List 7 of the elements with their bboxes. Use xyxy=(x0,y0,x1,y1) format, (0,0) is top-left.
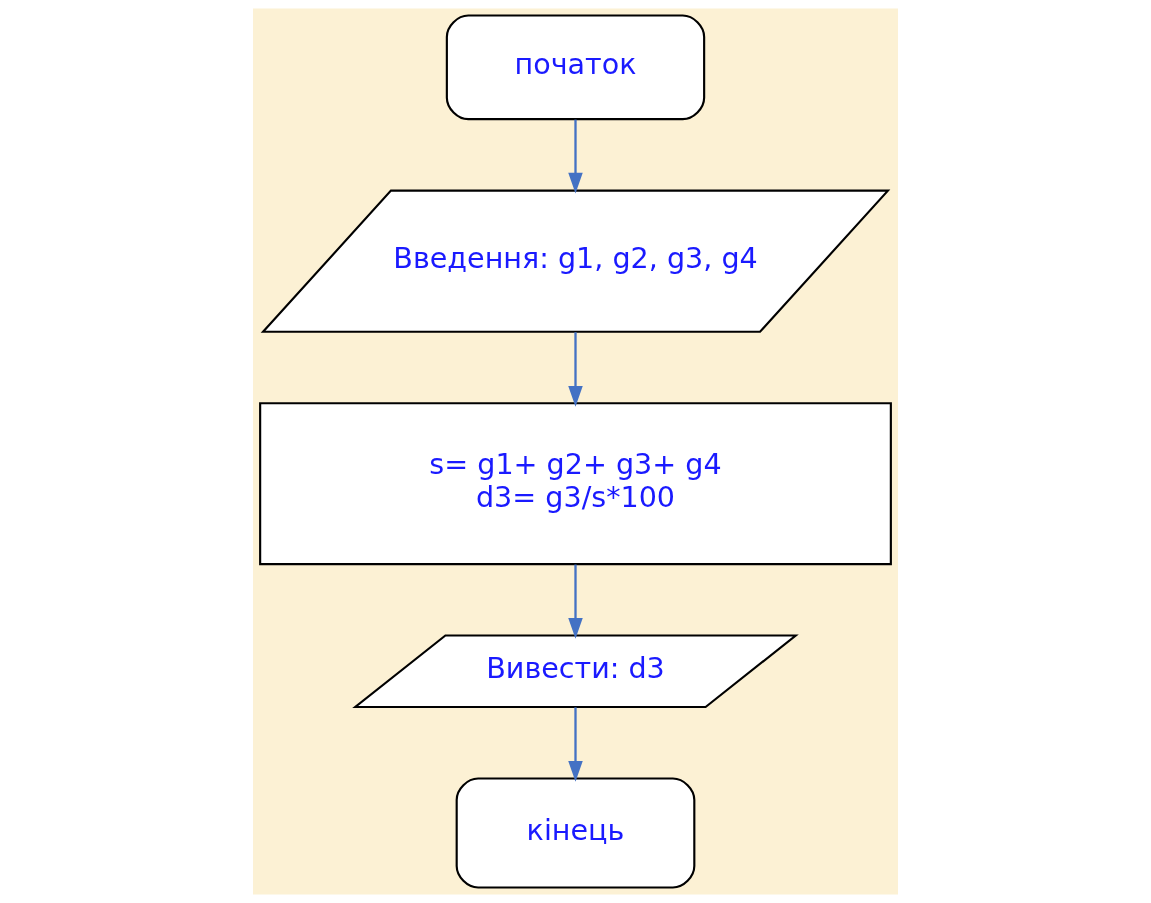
node-box: кінець xyxy=(455,777,696,889)
arrow xyxy=(568,332,583,407)
node-box: початок xyxy=(445,14,706,121)
node-box: s= g1+ g2+ g3+ g4 d3= g3/s*100 xyxy=(259,402,892,566)
arrow xyxy=(568,119,583,194)
arrow xyxy=(568,564,583,639)
arrow xyxy=(568,707,583,782)
